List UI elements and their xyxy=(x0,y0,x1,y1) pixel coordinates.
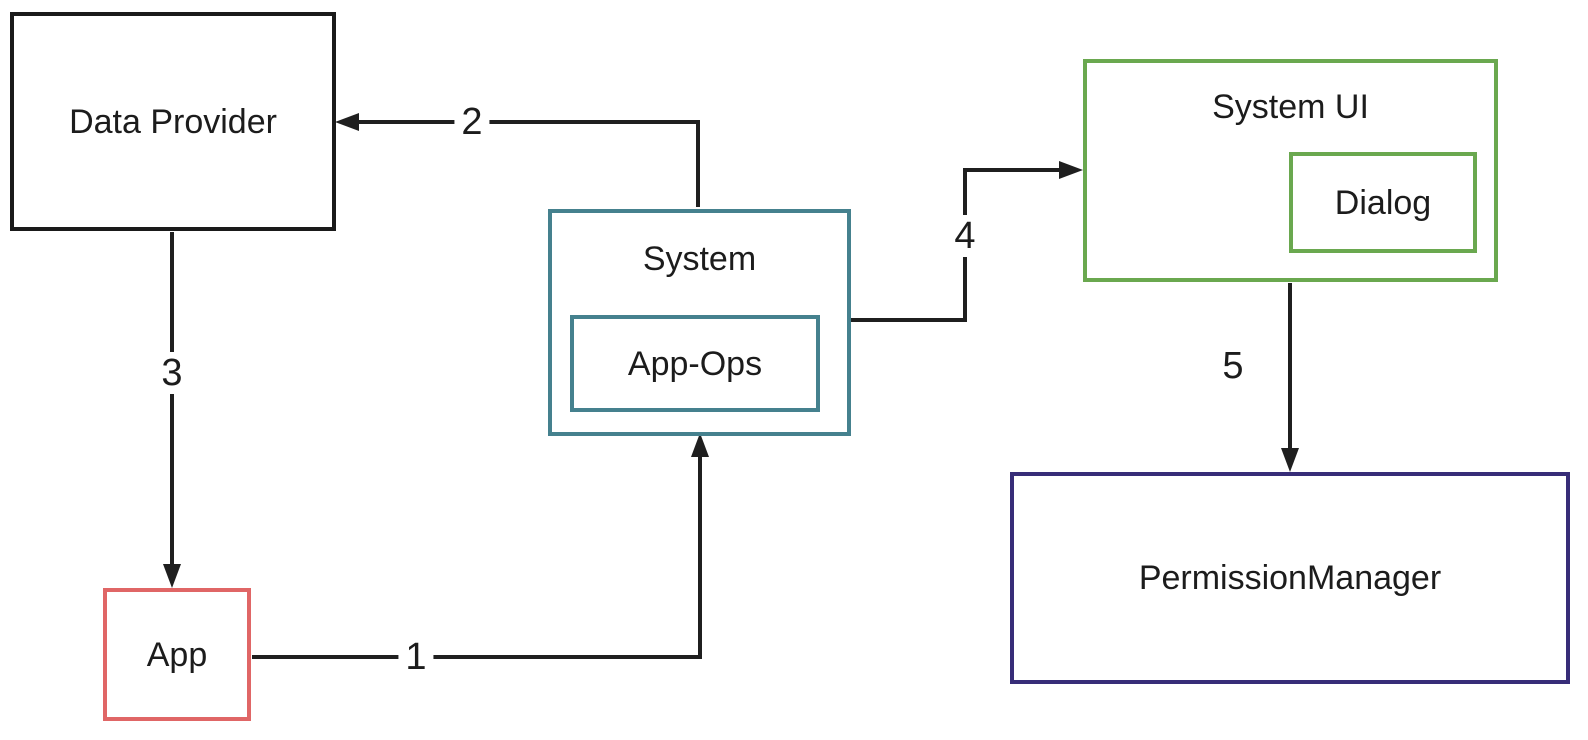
node-system-label: System xyxy=(642,240,757,278)
node-app-ops-label: App-Ops xyxy=(627,344,763,383)
edge-label-1: 1 xyxy=(398,636,434,678)
arrow-1-app-to-system xyxy=(252,433,709,659)
node-app: App xyxy=(103,588,251,721)
edge-label-3: 3 xyxy=(154,352,190,394)
node-app-label: App xyxy=(146,635,208,674)
node-permission-manager: PermissionManager xyxy=(1010,472,1570,684)
node-data-provider: Data Provider xyxy=(10,12,336,231)
edge-label-2: 2 xyxy=(454,101,490,143)
node-system: System App-Ops xyxy=(548,209,851,436)
node-dialog: Dialog xyxy=(1289,152,1477,253)
node-permission-manager-label: PermissionManager xyxy=(1138,559,1442,597)
arrow-2-system-to-data-provider xyxy=(335,113,700,207)
node-app-ops: App-Ops xyxy=(570,315,820,412)
node-data-provider-label: Data Provider xyxy=(69,102,277,141)
node-system-ui: System UI Dialog xyxy=(1083,59,1498,282)
edge-label-5: 5 xyxy=(1215,345,1251,387)
edge-label-4: 4 xyxy=(947,215,983,257)
node-system-ui-label: System UI xyxy=(1212,88,1369,126)
node-dialog-label: Dialog xyxy=(1334,183,1432,222)
